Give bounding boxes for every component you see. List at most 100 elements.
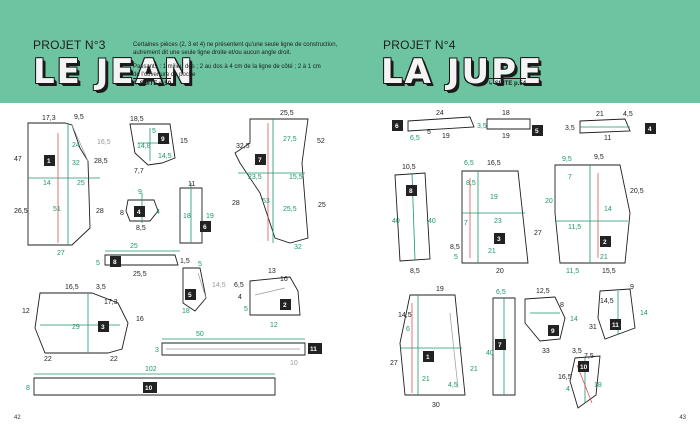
dim: 7	[464, 220, 468, 227]
dim: 5	[244, 306, 248, 313]
jupe-suite-link[interactable]: ↳ SUITE p.54	[488, 78, 527, 87]
dim: 23	[494, 218, 502, 225]
dim: 25,5	[280, 110, 294, 117]
dim: 27	[57, 250, 65, 257]
dim: 47	[14, 156, 22, 163]
dim: 11,5	[568, 224, 581, 231]
jupe-piece-8: 8 10,5 40 40 8,5	[392, 164, 436, 275]
dim: 18	[502, 110, 510, 117]
dim: 52	[317, 138, 325, 145]
jean-suite-link[interactable]: ↳ SUITE p.50	[133, 78, 172, 87]
dim: 27	[390, 360, 398, 367]
dim: 10,5	[402, 164, 416, 171]
jupe-piece-4: 4 21 4,5 3,5 11	[565, 111, 656, 142]
dim: 3,5	[565, 125, 575, 132]
dim: 15,5	[602, 268, 616, 275]
jean-piece-10: 10 102 8	[26, 366, 276, 396]
dim: 11	[188, 181, 195, 188]
dim: 27	[534, 230, 542, 237]
dim: 12,5	[536, 288, 550, 295]
dim: 28,5	[94, 158, 108, 165]
dim: 5	[454, 254, 458, 261]
dim: 9,5	[74, 114, 84, 121]
dim: 5	[427, 129, 431, 136]
jean-p5-label: 5	[188, 292, 192, 299]
dim: 18,5	[130, 116, 144, 123]
dim: 21	[600, 254, 608, 261]
dim: 5	[198, 261, 202, 268]
dim: 8	[26, 385, 30, 392]
dim: 15	[180, 138, 188, 145]
dim: 18	[594, 382, 602, 389]
dim: 8,5	[450, 244, 460, 251]
dim: 28	[96, 208, 104, 215]
dim: 32,5	[236, 143, 250, 150]
dim: 14	[640, 310, 648, 317]
dim: 4	[566, 386, 570, 393]
jean-piece-4: 4 9 8 4 8,5	[120, 189, 160, 232]
jupe-piece-11: 11 14,5 9 14 31	[589, 284, 648, 340]
dim: 6,5	[234, 282, 244, 289]
jean-p7-label: 7	[258, 157, 262, 164]
dim: 17,3	[104, 299, 118, 306]
dim: 14	[43, 180, 51, 187]
dim: 3,5	[572, 348, 582, 355]
dim: 8,5	[136, 225, 146, 232]
dim: 16,5	[558, 374, 572, 381]
dim: 22	[44, 356, 52, 363]
dim: 14	[604, 206, 612, 213]
dim: 8,5	[466, 180, 476, 187]
dim: 3,5	[96, 284, 106, 291]
dim: 21	[470, 366, 478, 373]
dim: 19	[442, 133, 450, 140]
jean-piece-1: 1 17,3 9,5 16,5 47 32 28,5 24 14 25 26,5…	[14, 114, 111, 257]
jean-piece-11: 11 50 3 10	[155, 331, 322, 367]
dim: 53	[262, 198, 270, 205]
jean-suite-text: SUITE p.50	[139, 81, 172, 87]
dim: 4	[156, 209, 160, 216]
dim: 29	[72, 324, 80, 331]
dim: 21	[488, 248, 496, 255]
pattern-diagrams: 1 17,3 9,5 16,5 47 32 28,5 24 14 25 26,5…	[14, 110, 656, 409]
jean-description: Certaines pièces (2, 3 et 4) ne présente…	[133, 42, 363, 79]
dim: 21	[596, 111, 604, 118]
jupe-piece-2: 2 9,5 9,5 7 20 20,5 14 11,5 21 11,5 15,5	[545, 154, 644, 275]
dim: 18	[183, 213, 191, 220]
jupe-p2-label: 2	[603, 239, 607, 246]
desc-line-1: Certaines pièces (2, 3 et 4) ne présente…	[133, 42, 338, 48]
dim: 17,3	[42, 115, 56, 122]
project-4-label: PROJET N°4	[383, 38, 456, 52]
dim: 1,5	[180, 258, 190, 265]
page-number-left: 42	[14, 415, 21, 421]
header-band	[0, 0, 700, 103]
jupe-p11-label: 11	[612, 322, 619, 329]
dim: 6,5	[410, 135, 420, 142]
jean-p11-label: 11	[310, 346, 317, 353]
dim: 3,5	[477, 123, 487, 130]
jean-piece-5: 5 5 14,5 18	[182, 261, 226, 315]
dim: 32	[72, 160, 80, 167]
dim: 19	[502, 133, 510, 140]
dim: 33	[542, 348, 550, 355]
dim: 14	[570, 316, 578, 323]
jean-p9-label: 9	[161, 136, 165, 143]
dim: 21	[422, 376, 430, 383]
dim: 8	[120, 210, 124, 217]
dim: 19	[206, 213, 214, 220]
dim: 25	[130, 243, 138, 250]
desc-line-3: Passants : 1 milieu dos ; 2 au dos à 4 c…	[133, 64, 321, 70]
dim: 6,5	[464, 160, 474, 167]
dim: 9	[630, 284, 634, 291]
dim: 8	[560, 302, 564, 309]
dim: 4,5	[448, 382, 458, 389]
dim: 30	[432, 402, 440, 409]
jean-p3-label: 3	[101, 324, 105, 331]
dim: 19	[436, 286, 444, 293]
jupe-piece-9: 9 12,5 8 14 33	[524, 288, 578, 355]
project-3-label: PROJET N°3	[33, 38, 106, 52]
dim: 50	[196, 331, 204, 338]
dim: 6,5	[496, 289, 506, 296]
dim: 16,5	[65, 284, 79, 291]
jean-piece-9: 9 18,5 5 14,8 15 14,5 7,7	[129, 116, 188, 175]
jean-p10-label: 10	[145, 385, 153, 392]
